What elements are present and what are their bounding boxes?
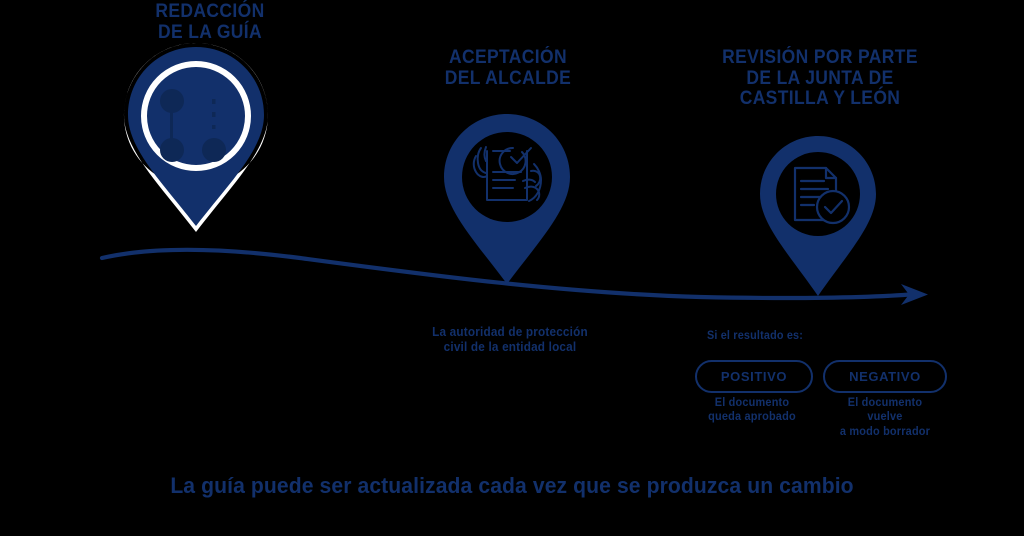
step-3-title-line-3: CASTILLA Y LEÓN: [739, 88, 901, 110]
outcome-positive-text: El documento queda aprobado: [693, 396, 811, 425]
step-3-caption-line-1: Si el resultado es:: [706, 330, 804, 342]
outcome-negative-line-3: a modo borrador: [839, 425, 931, 438]
outcome-negative-text: El documento vuelve a modo borrador: [823, 396, 947, 439]
step-2-caption-line-2: civil de la entidad local: [443, 339, 577, 354]
step-2-title-line-1: ACEPTACIÓN: [449, 47, 567, 68]
step-2-title-line-2: DEL ALCALDE: [444, 67, 572, 89]
outcome-negative-line-1: El documento: [847, 397, 923, 409]
step-3-title: REVISIÓN POR PARTE DE LA JUNTA DE CASTIL…: [700, 47, 939, 110]
step-2-title: ACEPTACIÓN DEL ALCALDE: [398, 47, 619, 89]
step-1-title-line-2: DE LA GUÍA: [157, 21, 263, 43]
outcome-positive-line-2: queda aprobado: [708, 411, 796, 424]
outcome-negative-badge[interactable]: NEGATIVO: [823, 360, 947, 393]
outcome-positive-badge-label: POSITIVO: [720, 369, 788, 384]
outcome-negative-badge-label: NEGATIVO: [849, 369, 921, 384]
step-1-title: REDACCIÓN DE LA GUÍA: [90, 1, 329, 43]
outcome-positive-line-1: El documento: [714, 397, 790, 409]
step-1-title-line-1: REDACCIÓN: [155, 1, 265, 22]
step-2-caption-line-1: La autoridad de protección: [432, 325, 588, 339]
outcome-positive-badge[interactable]: POSITIVO: [695, 360, 813, 393]
footer-note: La guía puede ser actualizada cada vez q…: [170, 473, 854, 498]
step-2-caption: La autoridad de protección civil de la e…: [407, 325, 614, 355]
step-3-caption: Si el resultado es:: [694, 330, 816, 344]
outcome-negative-line-2: vuelve: [867, 411, 903, 424]
step-3-title-line-2: DE LA JUNTA DE: [746, 67, 894, 89]
step-3-title-line-1: REVISIÓN POR PARTE: [722, 47, 918, 68]
